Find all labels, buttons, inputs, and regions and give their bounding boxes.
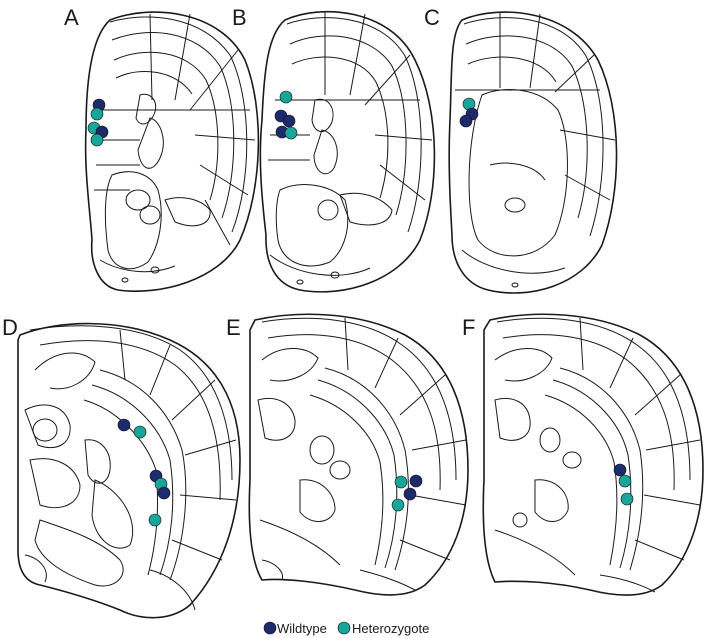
panel-b: B	[232, 5, 436, 293]
marker-heterozygote	[133, 425, 147, 439]
legend-swatch-wildtype	[263, 621, 277, 635]
panel-e: E	[226, 313, 469, 596]
legend-label-wildtype: Wildtype	[277, 621, 327, 636]
legend: Wildtype Heterozygote	[263, 621, 429, 636]
marker-heterozygote	[394, 475, 408, 489]
section-outline	[17, 322, 241, 619]
marker-heterozygote	[391, 498, 405, 512]
section-outline	[448, 11, 618, 294]
panel-label-c: C	[424, 5, 440, 30]
marker-wildtype	[403, 487, 417, 501]
panel-label-b: B	[232, 5, 247, 30]
panel-a: A	[64, 5, 260, 292]
panel-label-d: D	[2, 315, 18, 340]
section-outline	[482, 313, 704, 596]
section-outline	[259, 10, 436, 293]
marker-wildtype	[117, 418, 131, 432]
panel-label-e: E	[226, 315, 241, 340]
panel-label-f: F	[462, 315, 475, 340]
legend-label-heterozygote: Heterozygote	[352, 621, 429, 636]
marker-wildtype	[613, 463, 627, 477]
marker-heterozygote	[90, 107, 104, 121]
marker-wildtype	[459, 114, 473, 128]
marker-wildtype	[282, 114, 296, 128]
marker-heterozygote	[284, 126, 298, 140]
legend-swatch-heterozygote	[337, 621, 351, 635]
marker-heterozygote	[148, 513, 162, 527]
marker-wildtype	[409, 474, 423, 488]
marker-heterozygote	[90, 133, 104, 147]
panel-f: F	[462, 313, 704, 596]
panel-label-a: A	[64, 5, 79, 30]
section-outline	[248, 313, 469, 596]
marker-wildtype	[157, 486, 171, 500]
marker-heterozygote	[279, 90, 293, 104]
marker-heterozygote	[620, 492, 634, 506]
panel-d: D	[2, 315, 241, 619]
marker-heterozygote	[618, 474, 632, 488]
panel-c: C	[424, 5, 618, 294]
section-outline	[84, 11, 260, 292]
injection-markers	[87, 90, 634, 527]
